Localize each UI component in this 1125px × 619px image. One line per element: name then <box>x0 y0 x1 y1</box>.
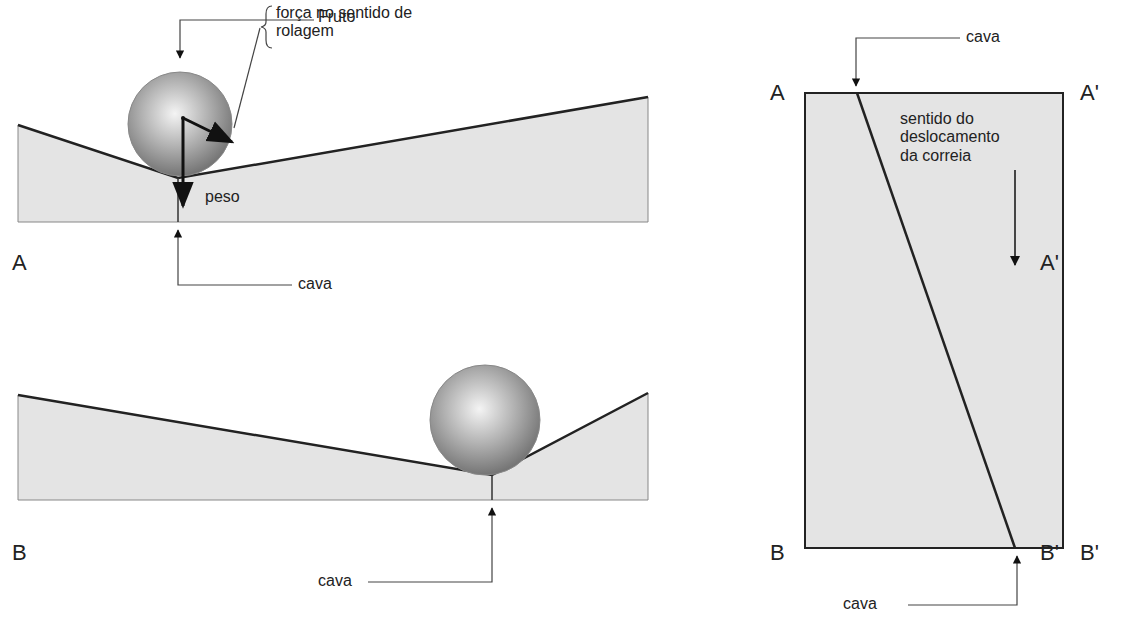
annotation-label: força no sentido de rolagem <box>276 4 426 41</box>
annotation-label: cava <box>318 572 352 590</box>
cross-section-a <box>18 97 648 222</box>
annotation-label: cava <box>843 595 877 613</box>
fruit <box>430 365 540 475</box>
section-letter: B' <box>1040 540 1059 565</box>
section-letter: A' <box>1040 250 1059 275</box>
fruit <box>128 72 232 176</box>
section-letter: B <box>12 540 27 565</box>
section-letter: A <box>12 250 27 275</box>
section-letter: B' <box>1080 540 1099 565</box>
section-letter: B <box>770 540 785 565</box>
annotation-label: cava <box>298 275 332 293</box>
annotation-label: sentido do deslocamento da correia <box>900 110 1010 165</box>
annotation-label: cava <box>966 28 1000 46</box>
belt-top-view <box>805 93 1063 548</box>
annotation-label: peso <box>205 188 240 206</box>
section-letter: A <box>770 80 785 105</box>
cross-section-b <box>18 393 648 500</box>
section-letter: A' <box>1080 80 1099 105</box>
